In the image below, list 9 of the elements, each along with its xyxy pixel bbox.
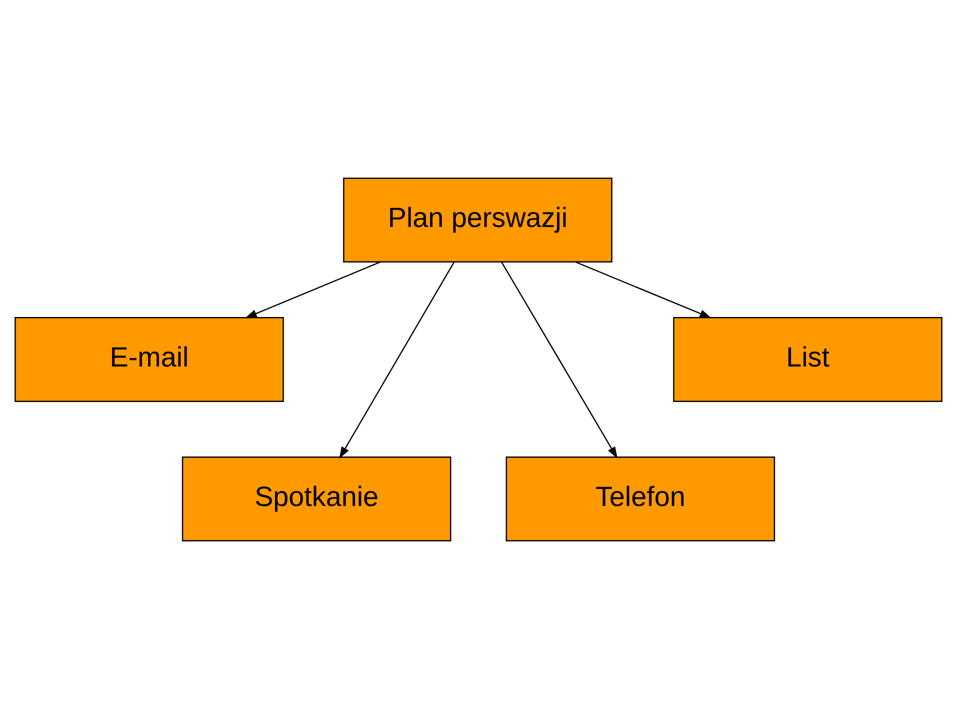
node-box: Plan perswazji — [342, 178, 612, 262]
arrow — [338, 262, 454, 459]
node-box: List — [672, 317, 942, 402]
node-box: Telefon — [505, 456, 775, 542]
arrow — [500, 262, 618, 459]
node-box: Spotkanie — [181, 456, 451, 542]
arrow — [244, 261, 380, 318]
node-box: E-mail — [14, 317, 284, 402]
arrow — [574, 261, 711, 318]
